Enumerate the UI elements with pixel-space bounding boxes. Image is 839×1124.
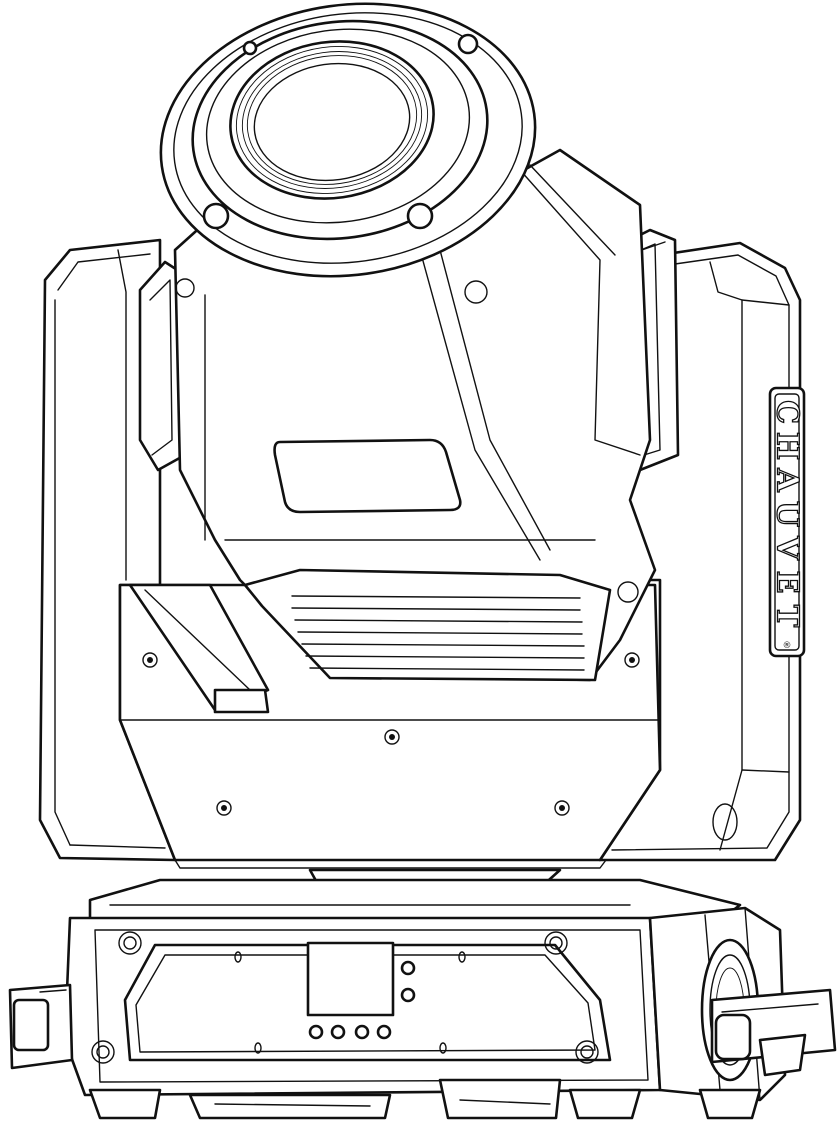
yoke-screws xyxy=(142,652,640,816)
up-button[interactable] xyxy=(330,1024,346,1040)
menu-button[interactable] xyxy=(308,1024,324,1040)
brand-letter: C xyxy=(770,400,805,424)
lens-assembly xyxy=(159,2,537,278)
vent-slats xyxy=(291,595,585,671)
brand-letter: T xyxy=(770,605,805,628)
enter-button[interactable] xyxy=(376,1024,392,1040)
brand-letter: V xyxy=(770,535,805,560)
status-led-2 xyxy=(400,987,416,1003)
brand-letter: U xyxy=(770,501,805,527)
brand-letter: A xyxy=(770,467,805,492)
lcd-display xyxy=(306,941,395,1017)
down-button[interactable] xyxy=(354,1024,370,1040)
base-feet xyxy=(88,1078,762,1120)
status-led-1 xyxy=(400,960,416,976)
head-badge xyxy=(273,438,462,514)
brand-letter: H xyxy=(770,432,805,460)
brand-trademark: ® xyxy=(783,641,792,651)
brand-letter: E xyxy=(770,571,805,594)
base-screws xyxy=(91,931,599,1064)
base xyxy=(8,878,837,1120)
